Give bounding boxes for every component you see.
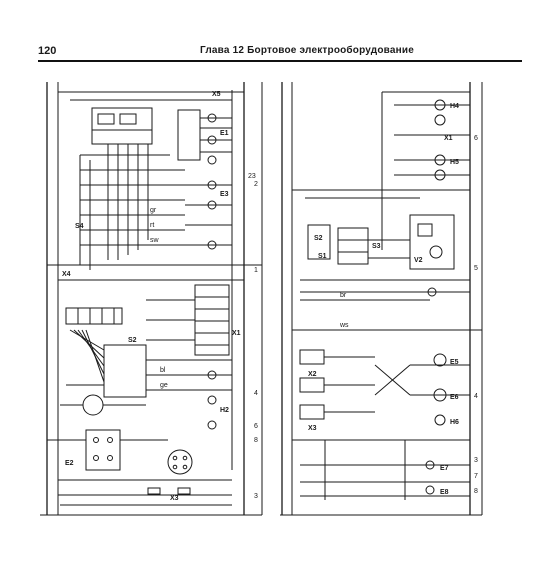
number-r-4: 4	[474, 393, 478, 400]
wire-label-gr: gr	[150, 207, 157, 214]
wire-label-ge: ge	[160, 382, 168, 389]
right-schematic-block	[281, 82, 483, 515]
label-r-e6: E6	[450, 394, 459, 401]
label-x5: X5	[212, 91, 221, 98]
label-s4: S4	[75, 223, 84, 230]
number-3: 3	[254, 493, 258, 500]
label-r-e8: E8	[440, 489, 449, 496]
wire-label-ws: ws	[339, 322, 349, 329]
wire-label-sw: sw	[150, 237, 160, 244]
number-r-6: 6	[474, 135, 478, 142]
label-r-s2: S2	[314, 235, 323, 242]
label-r-h6: H6	[450, 419, 459, 426]
wire-label-br: br	[340, 292, 347, 299]
left-schematic-block	[46, 82, 263, 515]
label-x4: X4	[62, 271, 71, 278]
page-number: 120	[38, 45, 57, 57]
number-4: 4	[254, 390, 258, 397]
label-e3: E3	[220, 191, 229, 198]
label-r-e7: E7	[440, 465, 449, 472]
label-r-x2: X2	[308, 371, 317, 378]
label-r-v2: V2	[414, 257, 423, 264]
label-e2: E2	[65, 460, 74, 467]
number-r-3: 3	[474, 457, 478, 464]
wire-label-bl: bl	[160, 367, 166, 374]
label-x3: X3	[170, 495, 179, 502]
label-e1: E1	[220, 130, 229, 137]
number-2: 2	[254, 181, 258, 188]
page-header: 120 Глава 12 Бортовое электрооборудовани…	[38, 45, 522, 59]
number-6: 6	[254, 423, 258, 430]
label-h2: H2	[220, 407, 229, 414]
header-rule	[38, 60, 522, 62]
label-r-x3: X3	[308, 425, 317, 432]
label-r-h4: H4	[450, 103, 459, 110]
left-block-labels: X5 E1 E3 S4 X4 S2 H2 X1 E2 X3 23 1 2 3 4…	[62, 91, 258, 502]
right-block-labels: X1 S1 S2 S3 V2 H4 H5 H6 E5 E6 X2 X3 E7 E…	[308, 103, 478, 496]
number-1: 1	[254, 267, 258, 274]
number-23: 23	[248, 173, 256, 180]
label-s2: S2	[128, 337, 137, 344]
number-r-7: 7	[474, 473, 478, 480]
label-r-s3: S3	[372, 243, 381, 250]
number-8: 8	[254, 437, 258, 444]
wire-label-rt: rt	[150, 222, 154, 229]
label-r-e5: E5	[450, 359, 459, 366]
label-x1: X1	[232, 330, 241, 337]
number-r-8: 8	[474, 488, 478, 495]
wire-color-labels: gr rt sw bl ge br ws	[150, 207, 349, 389]
label-r-h5: H5	[450, 159, 459, 166]
label-r-s1: S1	[318, 253, 327, 260]
label-r-x1: X1	[444, 135, 453, 142]
chapter-title: Глава 12 Бортовое электрооборудование	[200, 45, 414, 56]
number-r-5: 5	[474, 265, 478, 272]
